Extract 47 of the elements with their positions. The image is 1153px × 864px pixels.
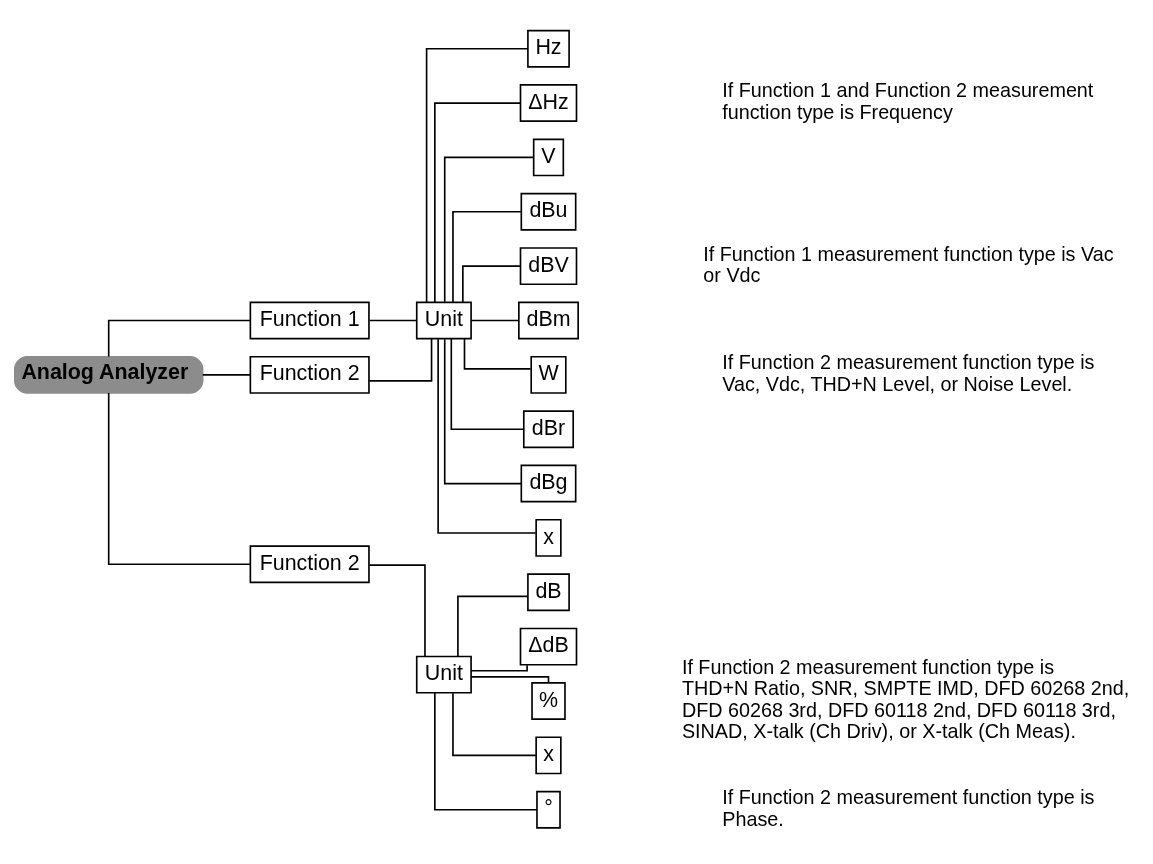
connector	[107, 391, 251, 565]
connector	[368, 337, 433, 382]
node-box: W	[530, 355, 567, 394]
connector	[201, 373, 251, 376]
label: If Function 2 measurement function type is THD+N Ratio, SNR, SMPTE IMD, DFD 60268 2nd, DFD 60268 3rd, DFD 60118 2nd, DFD 60118 3rd, SINAD, X-talk (Ch Driv), or X-talk (Ch Meas).	[681, 655, 1130, 742]
node-box: Function 1	[249, 301, 370, 339]
connector	[470, 663, 528, 672]
node-box: x	[535, 735, 562, 774]
node-box: dBm	[518, 301, 579, 339]
node-box: °	[536, 790, 561, 829]
label: If Function 1 and Function 2 measurement function type is Frequency	[722, 78, 1094, 123]
connector	[437, 338, 537, 534]
connector	[434, 691, 538, 811]
connector	[425, 47, 529, 303]
node-box: %	[531, 681, 566, 720]
node-box: dBu	[520, 192, 577, 231]
node-box: dBg	[520, 464, 577, 502]
connector	[457, 595, 529, 657]
node-box: dBr	[522, 409, 575, 448]
connector	[450, 337, 525, 430]
node-box: dB	[527, 572, 570, 611]
connector	[443, 337, 523, 484]
label: If Function 1 measurement function type is Vac or Vdc	[703, 242, 1114, 286]
connector	[368, 563, 426, 657]
node-box: Function 2	[249, 355, 370, 394]
node-box: Unit	[415, 655, 472, 694]
connector	[434, 101, 522, 303]
connector	[443, 156, 535, 303]
node-box: V	[532, 137, 565, 176]
connector	[452, 210, 522, 303]
connector	[463, 337, 532, 370]
connector	[368, 319, 417, 321]
node-box: Analog Analyzer	[14, 355, 204, 394]
node-box: dBV	[519, 246, 578, 285]
connector	[470, 319, 520, 321]
connector	[452, 692, 537, 756]
label: If Function 2 measurement function type is Phase.	[722, 785, 1095, 830]
node-box: Hz	[527, 29, 570, 68]
node-box: Function 2	[249, 544, 370, 583]
node-box: ΔHz	[519, 83, 578, 122]
node-box: ΔdB	[519, 627, 578, 666]
connector	[462, 264, 522, 303]
node-box: x	[535, 518, 562, 557]
connector	[470, 675, 550, 683]
node-box: Unit	[415, 301, 472, 339]
label: If Function 2 measurement function type is Vac, Vdc, THD+N Level, or Noise Level.	[722, 350, 1095, 395]
connector	[107, 319, 251, 357]
